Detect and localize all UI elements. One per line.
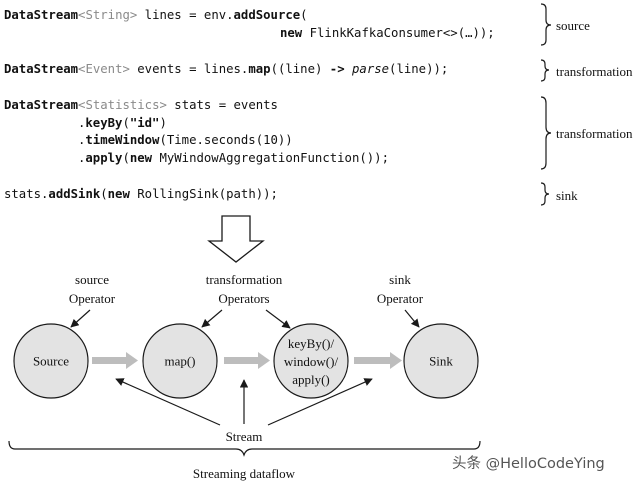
pointer-arrow-sink bbox=[404, 309, 420, 328]
label-source-top: source bbox=[75, 272, 109, 287]
brace-sink bbox=[540, 182, 550, 206]
brace-label-source: source bbox=[556, 18, 590, 33]
code-line-8: stats.addSink(new RollingSink(path)); bbox=[4, 187, 278, 201]
pointer-arrow-map bbox=[201, 309, 223, 328]
stream-pointer-left bbox=[115, 378, 221, 426]
code-line-6: .timeWindow(Time.seconds(10)) bbox=[78, 133, 293, 147]
brace-transformation-window bbox=[540, 96, 552, 170]
node-sink: Sink bbox=[403, 323, 479, 399]
code-line-2: new FlinkKafkaConsumer<>(…)); bbox=[280, 25, 495, 40]
node-map-label: map() bbox=[164, 354, 195, 369]
label-streaming-dataflow: Streaming dataflow bbox=[193, 466, 296, 481]
node-sink-label: Sink bbox=[429, 354, 453, 369]
brace-label-sink: sink bbox=[556, 188, 578, 203]
label-sink-operator: Operator bbox=[377, 291, 424, 306]
stream-pointer-right bbox=[267, 378, 373, 426]
label-transformation-operators: Operators bbox=[218, 291, 269, 306]
node-keyby-window-apply: keyBy()/ window()/ apply() bbox=[273, 323, 349, 399]
node-keyby-label-2: window()/ bbox=[284, 354, 339, 369]
code-line-1: DataStream<String> lines = env.addSource… bbox=[4, 8, 308, 22]
hollow-down-arrow-icon bbox=[207, 215, 265, 263]
stream-arrow-2 bbox=[224, 352, 270, 369]
code-line-5: .keyBy("id") bbox=[78, 115, 167, 130]
stream-arrow-1 bbox=[92, 352, 138, 369]
code-line-4: DataStream<Statistics> stats = events bbox=[4, 98, 278, 112]
brace-transformation-map bbox=[540, 59, 550, 82]
node-source: Source bbox=[13, 323, 89, 399]
pointer-arrow-source bbox=[70, 309, 91, 328]
label-sink-top: sink bbox=[389, 272, 411, 287]
code-line-7: .apply(new MyWindowAggregationFunction()… bbox=[78, 150, 389, 165]
bottom-brace bbox=[8, 440, 481, 457]
node-keyby-label-3: apply() bbox=[292, 372, 330, 387]
node-map: map() bbox=[142, 323, 218, 399]
label-stream: Stream bbox=[226, 429, 263, 444]
node-source-label: Source bbox=[33, 354, 69, 369]
pointer-arrow-keyby bbox=[265, 309, 291, 329]
label-source-operator: Operator bbox=[69, 291, 116, 306]
watermark: 头条 @HelloCodeYing bbox=[452, 456, 605, 472]
label-transformation-top: transformation bbox=[206, 272, 283, 287]
brace-label-transformation-window: transformation bbox=[556, 126, 633, 141]
code-line-3: DataStream<Event> events = lines.map((li… bbox=[4, 62, 449, 76]
brace-label-transformation-map: transformation bbox=[556, 64, 633, 79]
node-keyby-label-1: keyBy()/ bbox=[288, 336, 335, 351]
stream-arrow-3 bbox=[354, 352, 402, 369]
brace-source bbox=[540, 3, 552, 46]
